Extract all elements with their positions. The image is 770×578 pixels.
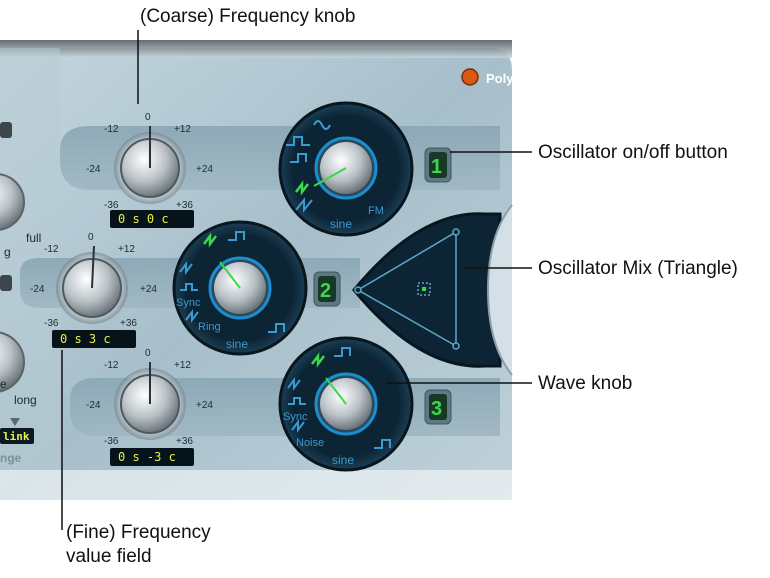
callout-wave-knob: Wave knob (538, 373, 633, 394)
osc3-number: 3 (431, 398, 442, 420)
osc3-noise-label: Noise (296, 437, 324, 449)
osc3-scale-p36: +36 (176, 436, 193, 447)
osc2-scale-p24: +24 (140, 284, 157, 295)
osc1-wave-knob[interactable] (313, 136, 378, 200)
left-arrow-icon (10, 418, 20, 426)
osc1-scale-m12: -12 (104, 124, 119, 135)
osc3-fine-frequency-field[interactable] (110, 448, 194, 466)
osc3-scale-p12: +12 (174, 360, 191, 371)
right-partial-dial (486, 204, 513, 376)
left-button-mid[interactable] (0, 275, 12, 291)
osc3-wave-knob[interactable] (314, 372, 378, 436)
osc1-scale-p12: +12 (174, 124, 191, 135)
left-link-text: link (3, 430, 30, 443)
osc2-scale-m12: -12 (44, 244, 59, 255)
osc2-scale-p36: +36 (120, 318, 137, 329)
osc1-coarse-frequency-knob[interactable] (114, 126, 186, 204)
osc2-wave-knob[interactable] (208, 256, 272, 320)
osc3-scale-p24: +24 (196, 400, 213, 411)
osc1-sine-label: sine (330, 217, 352, 231)
osc2-number: 2 (320, 280, 331, 302)
osc1-onoff-button[interactable]: 1 (424, 147, 452, 183)
osc1-wave-icons (286, 120, 331, 213)
osc3-coarse-frequency-knob[interactable] (114, 362, 186, 440)
callout-oscillator-mix: Oscillator Mix (Triangle) (538, 258, 738, 279)
left-e-label: e (0, 377, 7, 391)
osc3-fine-frequency-value: 0 s -3 c (118, 450, 176, 464)
callout-oscillator-onoff: Oscillator on/off button (538, 142, 728, 163)
callout-fine-frequency-line1: (Fine) Frequency (66, 522, 211, 543)
osc2-scale-m24: -24 (30, 284, 45, 295)
osc3-scale-m12: -12 (104, 360, 119, 371)
osc1-fine-frequency-value: 0 s 0 c (118, 212, 169, 226)
osc1-scale-m24: -24 (86, 164, 101, 175)
osc2-ring-label: Ring (198, 321, 221, 333)
osc2-fine-frequency-field[interactable] (52, 330, 136, 348)
osc1-fm-label: FM (368, 205, 384, 217)
callout-fine-frequency-line2: value field (66, 546, 152, 567)
callout-lines (61, 30, 532, 530)
osc3-wave-active-icon (311, 352, 325, 368)
osc1-scale-p36: +36 (176, 200, 193, 211)
osc3-scale-m24: -24 (86, 400, 101, 411)
osc3-sine-label: sine (332, 453, 354, 467)
osc3-sync-label: Sync (283, 411, 308, 423)
poly-label: Poly (486, 71, 514, 86)
panel-top-edge (0, 40, 512, 58)
osc3-wave-icons (287, 347, 391, 449)
left-partial-knob-top[interactable] (0, 173, 25, 231)
osc2-wave-active-icon (203, 232, 217, 248)
osc1-scale-zero: 0 (145, 112, 151, 123)
osc1-fine-frequency-field[interactable] (110, 210, 194, 228)
osc3-scale-m36: -36 (104, 436, 119, 447)
osc2-sine-label: sine (226, 337, 248, 351)
osc2-coarse-frequency-knob[interactable] (56, 245, 128, 324)
osc1-scale-m36: -36 (104, 200, 119, 211)
osc3-onoff-button[interactable]: 3 (424, 389, 452, 425)
osc1-scale-p24: +24 (196, 164, 213, 175)
osc-mix-cursor[interactable] (417, 282, 431, 296)
osc2-onoff-button[interactable]: 2 (313, 271, 341, 307)
osc-mix-triangle[interactable] (354, 228, 460, 350)
osc1-number: 1 (431, 156, 442, 178)
left-g-label: g (4, 245, 11, 259)
osc2-wave-icons (179, 231, 285, 333)
osc2-fine-frequency-value: 0 s 3 c (60, 332, 111, 346)
left-partial-knob-bottom[interactable] (0, 331, 25, 393)
left-range-label: nge (0, 451, 22, 465)
left-link-display[interactable] (0, 428, 34, 444)
osc1-wave-active-icon (295, 180, 309, 196)
left-button-top[interactable] (0, 122, 12, 138)
callout-coarse-frequency: (Coarse) Frequency knob (140, 6, 356, 27)
osc2-scale-m36: -36 (44, 318, 59, 329)
osc2-scale-zero: 0 (88, 232, 94, 243)
osc3-scale-zero: 0 (145, 348, 151, 359)
left-long-label: long (14, 393, 37, 407)
osc2-sync-label: Sync (176, 297, 201, 309)
left-full-label: full (26, 231, 41, 245)
poly-led-indicator[interactable] (461, 68, 479, 86)
osc2-scale-p12: +12 (118, 244, 135, 255)
